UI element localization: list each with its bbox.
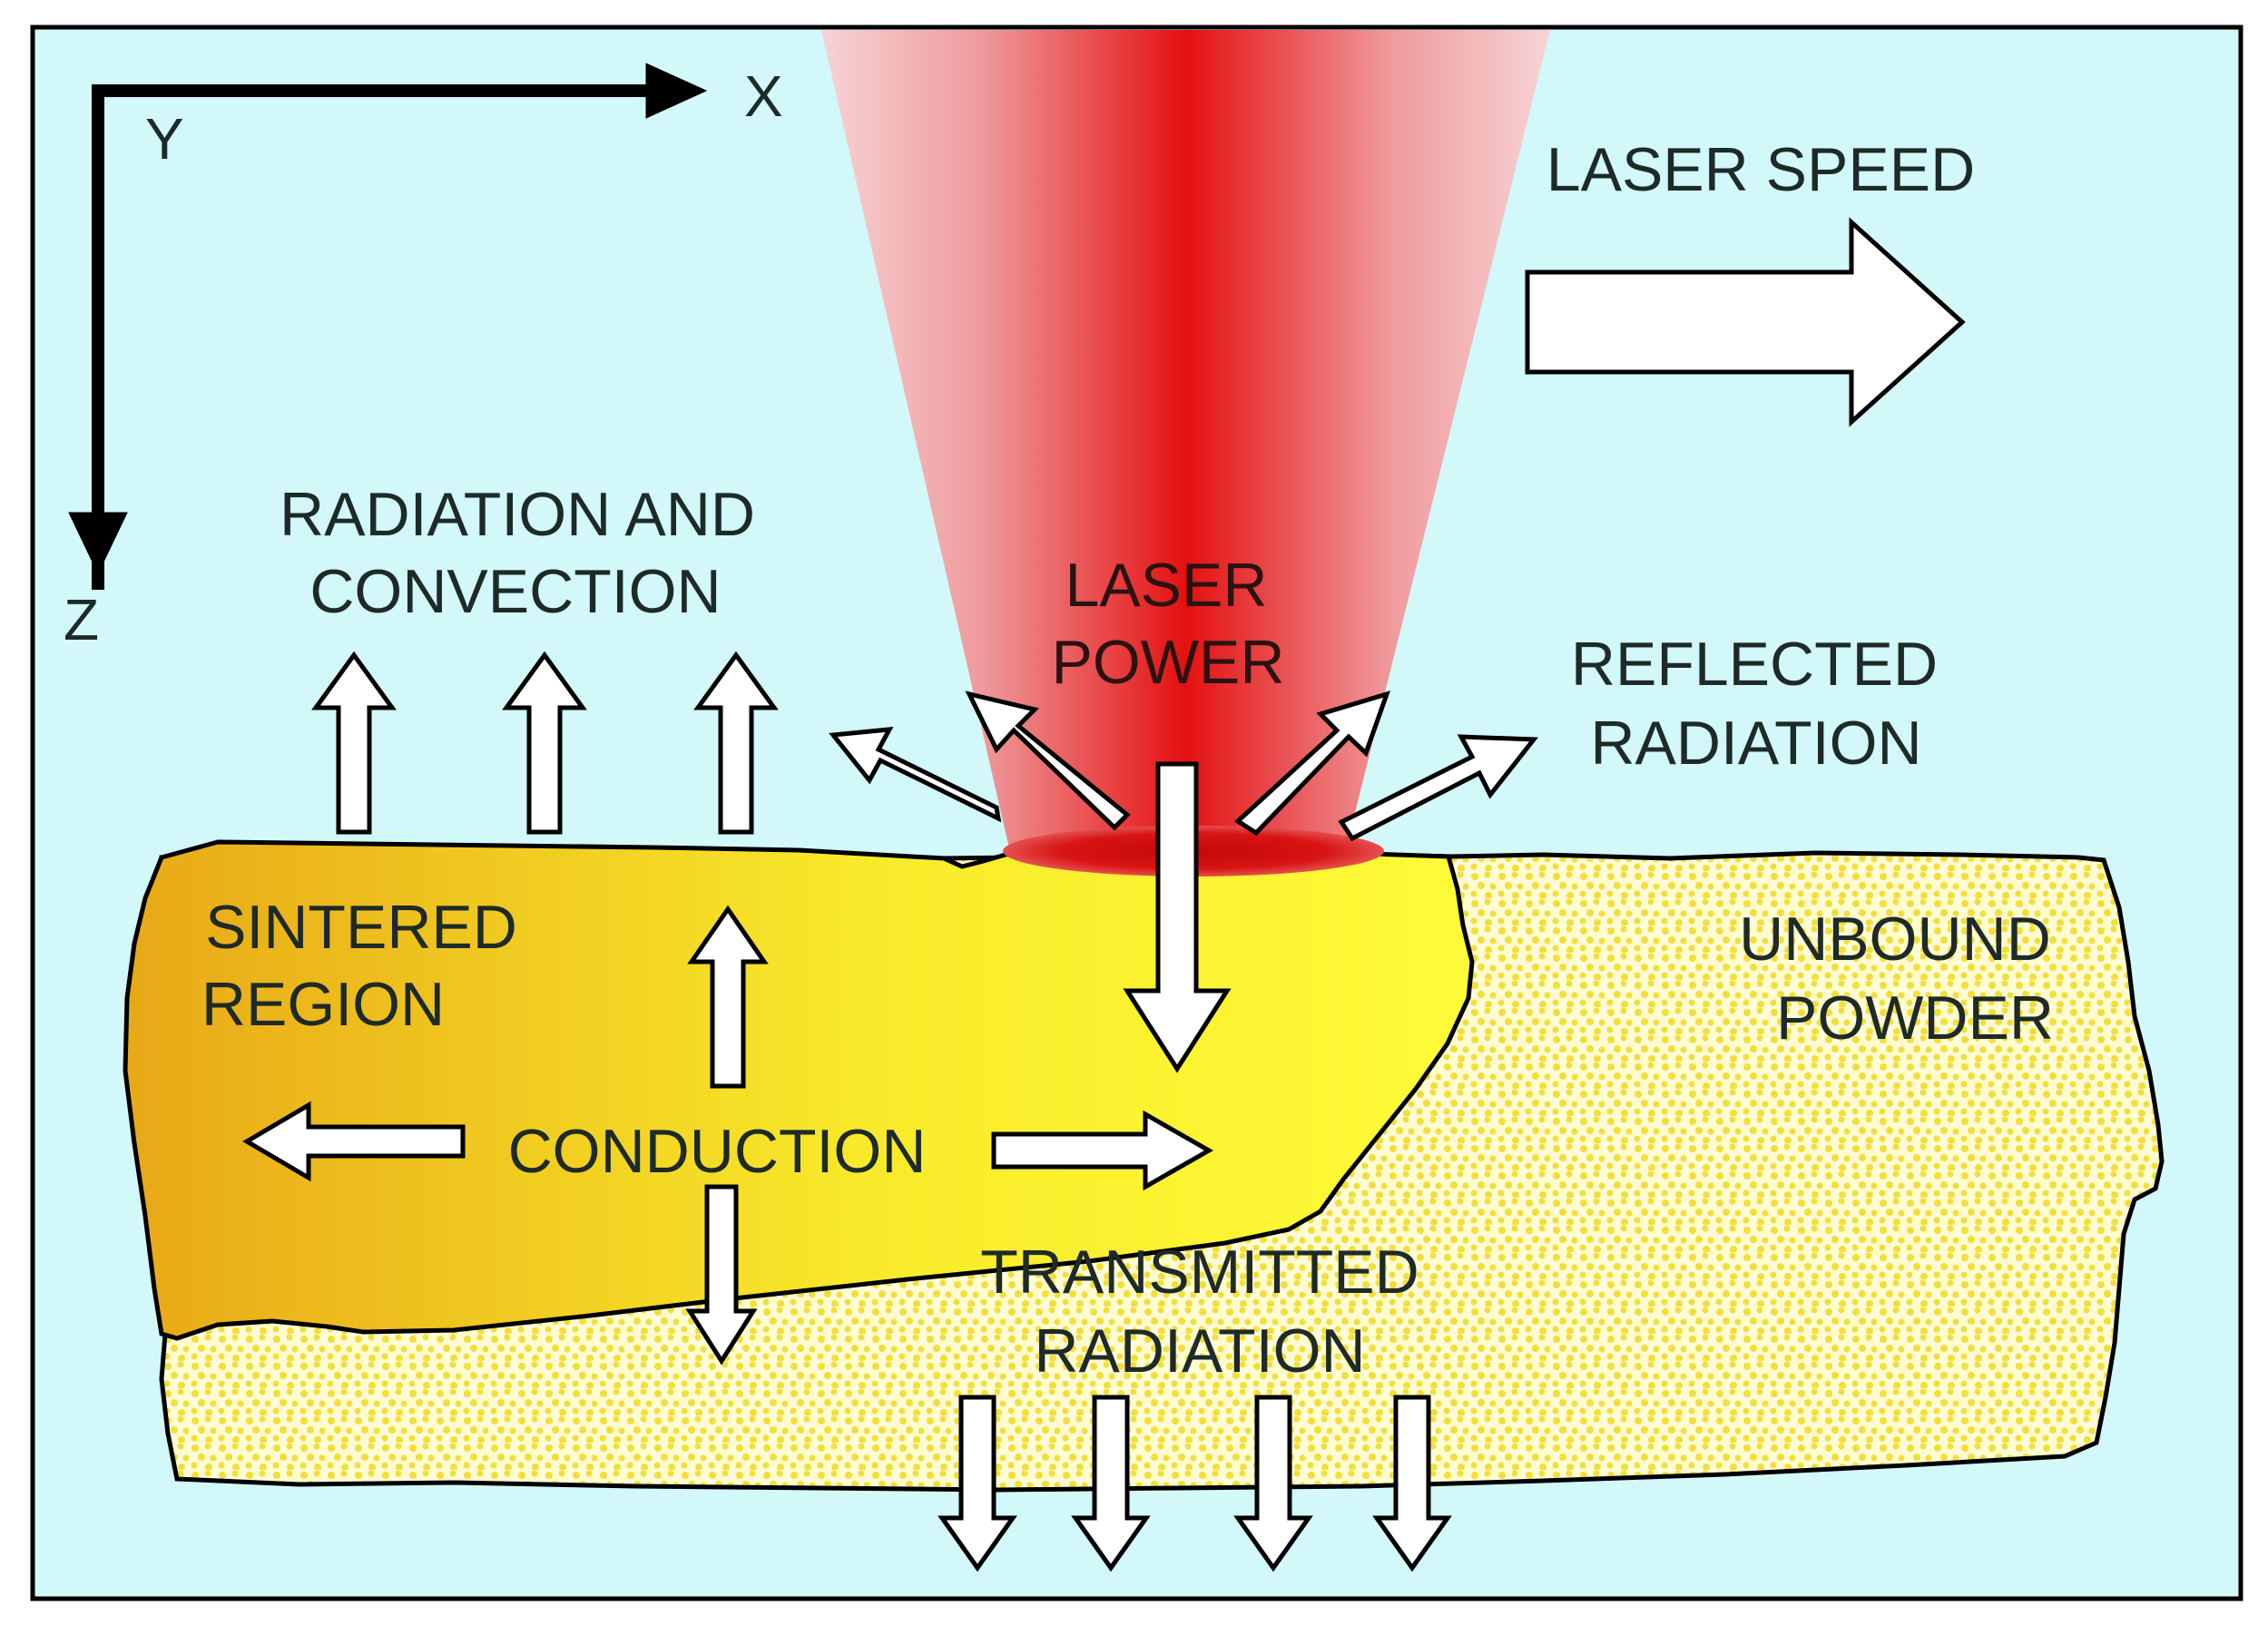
transmitted-radiation-label-line1: TRANSMITTED	[980, 1238, 1419, 1307]
conduction-arrows	[242, 905, 1214, 1366]
laser-beam	[821, 30, 1550, 860]
transmitted-radiation-label-line2: RADIATION	[1034, 1317, 1365, 1385]
z-axis-arrowhead-icon	[68, 512, 128, 575]
left-arrow-icon	[242, 1101, 466, 1182]
down-arrow-icon	[1372, 1395, 1452, 1572]
down-arrow-icon	[1233, 1395, 1313, 1572]
laser-speed-label: LASER SPEED	[1546, 135, 1975, 204]
down-arrow-icon	[938, 1395, 1017, 1572]
up-arrow-icon	[311, 651, 397, 835]
conduction-label: CONDUCTION	[508, 1117, 927, 1186]
radiation-convection-label-line1: RADIATION AND	[280, 480, 755, 549]
reflected-radiation-label-line2: RADIATION	[1590, 709, 1921, 778]
down-arrow-icon	[1071, 1395, 1151, 1572]
laser-power-arrow-icon	[1123, 761, 1232, 1073]
up-arrow-icon	[693, 651, 779, 835]
convection-arrows	[311, 651, 779, 835]
laser-power-label-line2: POWER	[1052, 628, 1285, 697]
laser-power-label-line1: LASER	[1065, 551, 1268, 620]
sintered-region-label-line2: REGION	[201, 970, 445, 1039]
radiation-convection-label-line2: CONVECTION	[309, 557, 721, 626]
x-axis-arrowhead-icon	[645, 63, 708, 119]
reflected-arrow-icon	[1338, 734, 1539, 842]
y-axis-label: Y	[145, 106, 184, 171]
right-arrow-icon	[991, 1110, 1214, 1191]
transmitted-arrows	[938, 1395, 1452, 1572]
axis-arrow-icon	[68, 63, 708, 590]
reflected-arrow-icon	[1233, 690, 1391, 837]
up-arrow-icon	[502, 651, 587, 835]
sintered-region	[123, 839, 1475, 1341]
x-axis-label: X	[744, 64, 783, 129]
unbound-powder-label-line2: POWDER	[1776, 984, 2054, 1052]
laser-speed-arrow-icon	[1525, 217, 1966, 427]
down-arrow-icon	[685, 1184, 758, 1366]
reflected-arrows	[829, 690, 1539, 842]
reflected-arrow-icon	[829, 727, 1002, 823]
up-arrow-icon	[687, 905, 769, 1089]
unbound-powder-label-line1: UNBOUND	[1739, 905, 2051, 974]
reflected-arrow-icon	[965, 690, 1131, 831]
reflected-radiation-label-line1: REFLECTED	[1571, 630, 1938, 699]
sintered-region-label-line1: SINTERED	[205, 893, 517, 962]
z-axis-label: Z	[64, 587, 99, 652]
